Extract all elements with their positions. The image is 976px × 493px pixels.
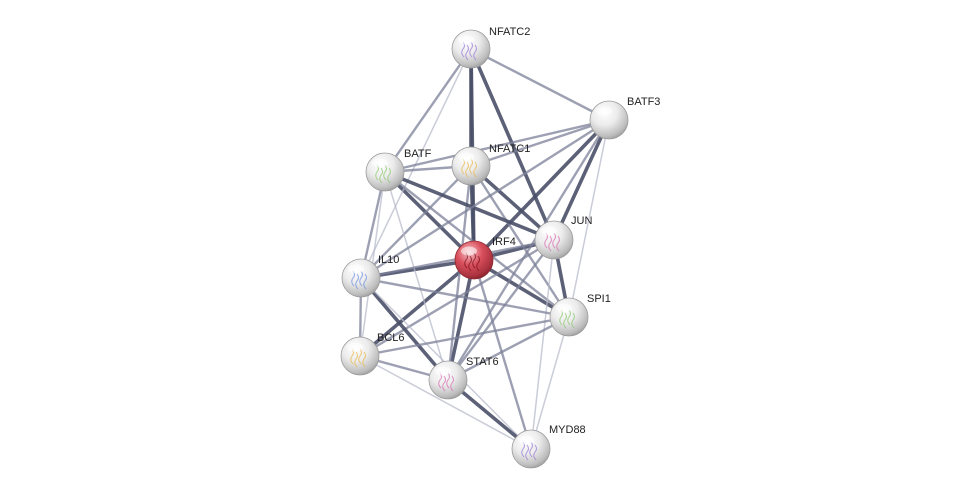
edge-nfatc1-stat6[interactable] [446,164,473,382]
edge-irf4-batf3[interactable] [472,118,611,262]
edge-nfatc1-spi1[interactable] [469,164,571,319]
node-highlight [596,106,612,116]
node-label-nfatc1: NFATC1 [489,143,530,155]
node-spi1[interactable]: SPI1 [549,293,611,337]
edge-bcl6-myd88[interactable] [359,355,532,450]
node-batf[interactable]: BATF [365,148,432,192]
edge-nfatc1-batf3[interactable] [469,118,611,168]
edge-irf4-stat6[interactable] [446,258,476,382]
node-label-bcl6: BCL6 [377,332,405,344]
edge-il10-spi1[interactable] [359,276,571,319]
node-label-batf: BATF [404,148,432,160]
edge-spi1-myd88[interactable] [530,316,570,450]
node-highlight [348,264,364,274]
edge-il10-stat6[interactable] [359,276,450,382]
node-nfatc1[interactable]: NFATC1 [451,143,530,186]
edge-nfatc2-batf3[interactable] [469,47,611,122]
node-label-batf3: BATF3 [627,96,660,108]
edge-batf3-jun[interactable] [552,118,611,242]
node-highlight [541,226,557,236]
node-stat6[interactable]: STAT6 [428,356,499,400]
node-highlight [372,158,388,168]
node-highlight [461,246,477,256]
node-nfatc2[interactable]: NFATC2 [451,26,530,69]
node-label-spi1: SPI1 [587,293,611,305]
node-il10[interactable]: IL10 [341,254,399,298]
edge-batf3-il10[interactable] [359,118,611,280]
edge-nfatc2-il10[interactable] [360,48,472,279]
edge-nfatc2-jun[interactable] [469,47,556,242]
node-highlight [458,35,474,45]
node-highlight [518,435,534,445]
edge-batf3-stat6[interactable] [446,118,611,382]
edge-nfatc2-batf[interactable] [383,47,473,174]
node-jun[interactable]: JUN [534,215,592,260]
edge-jun-bcl6[interactable] [358,238,556,358]
edge-jun-stat6[interactable] [446,238,556,382]
node-highlight [556,303,572,313]
edge-batf-stat6[interactable] [384,171,449,381]
node-highlight [458,152,474,162]
protein-structure-icon [351,270,367,290]
edge-nfatc1-il10[interactable] [359,164,473,280]
node-bcl6[interactable]: BCL6 [340,332,405,376]
node-batf3[interactable]: BATF3 [589,96,660,140]
edge-batf-batf3[interactable] [383,118,611,174]
node-highlight [347,342,363,352]
edge-jun-myd88[interactable] [530,239,555,450]
node-label-stat6: STAT6 [466,356,499,368]
edge-irf4-bcl6[interactable] [358,258,476,358]
edge-spi1-stat6[interactable] [446,315,571,382]
edge-irf4-batf[interactable] [383,170,476,262]
node-sphere[interactable] [589,100,629,140]
edge-irf4-myd88[interactable] [472,258,533,451]
node-irf4[interactable]: IRF4 [454,236,516,280]
node-highlight [435,366,451,376]
node-myd88[interactable]: MYD88 [511,424,586,469]
node-label-myd88: MYD88 [549,424,586,436]
edge-batf-jun[interactable] [383,170,556,242]
node-label-il10: IL10 [378,254,399,266]
node-label-irf4: IRF4 [492,236,516,248]
node-label-jun: JUN [571,215,592,227]
edge-batf3-spi1[interactable] [568,119,610,318]
node-label-nfatc2: NFATC2 [489,26,530,38]
edge-spi1-bcl6[interactable] [358,315,571,358]
